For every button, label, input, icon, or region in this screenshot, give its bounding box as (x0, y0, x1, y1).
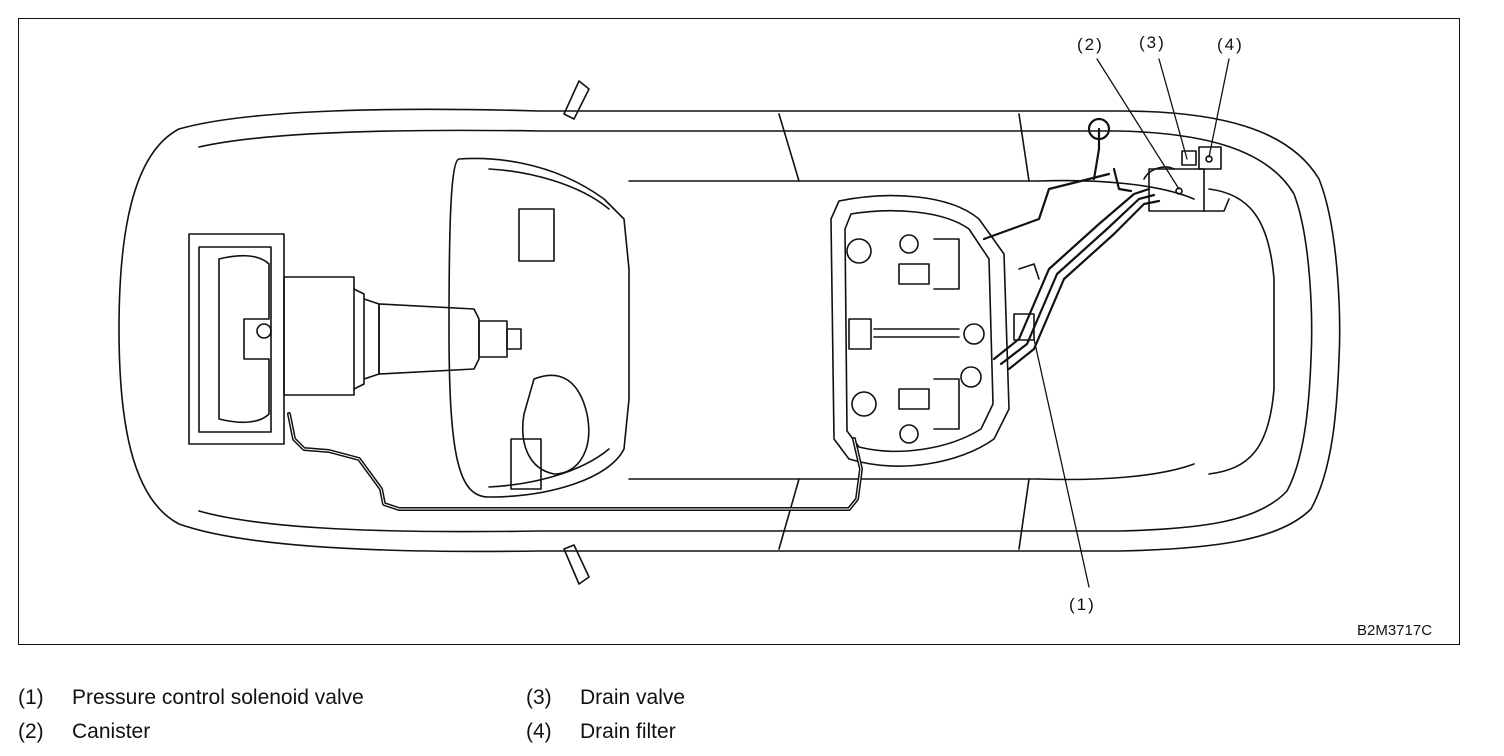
figure-code: B2M3717C (1357, 622, 1433, 639)
legend-label: Canister (72, 720, 151, 743)
callout-2: (2) (1077, 35, 1104, 54)
diagram-frame: (1) (2) (3) (4) B2M3717C (18, 18, 1460, 645)
solenoid-valve (1013, 263, 1040, 341)
drain-valve (1181, 150, 1197, 166)
canister-body (1148, 168, 1205, 212)
fuel-tank (830, 194, 1010, 467)
steering-wheel (522, 374, 590, 475)
legend-num: (3) (526, 686, 552, 709)
callout-1: (1) (1069, 595, 1096, 614)
legend-label: Pressure control solenoid valve (72, 686, 364, 709)
dash-box-top (518, 208, 555, 262)
evap-pipe-line-inner (288, 413, 862, 510)
leader-lines (1033, 58, 1230, 588)
car-body-outline (118, 108, 1341, 553)
evap-pipe-line (287, 412, 863, 511)
legend-item-4: (4) Drain filter (526, 720, 676, 744)
vehicle-evap-diagram (118, 58, 1341, 588)
rear-deck (1208, 188, 1275, 475)
legend-item-3: (3) Drain valve (526, 686, 685, 710)
drain-filter (1198, 146, 1222, 170)
callout-3: (3) (1139, 33, 1166, 52)
canister-assembly (1143, 146, 1230, 212)
legend-num: (4) (526, 720, 552, 743)
engine-transmission (188, 233, 522, 445)
legend-num: (1) (18, 686, 44, 709)
legend-item-2: (2) Canister (18, 720, 150, 744)
callout-4: (4) (1217, 35, 1244, 54)
dash-box-bottom (510, 438, 542, 490)
legend-item-1: (1) Pressure control solenoid valve (18, 686, 364, 710)
legend-label: Drain valve (580, 686, 686, 709)
legend-label: Drain filter (580, 720, 676, 743)
right-mirror (563, 544, 590, 585)
left-mirror (563, 80, 590, 120)
legend-num: (2) (18, 720, 44, 743)
canister-lines (982, 117, 1161, 371)
cabin-outline (448, 113, 1195, 550)
